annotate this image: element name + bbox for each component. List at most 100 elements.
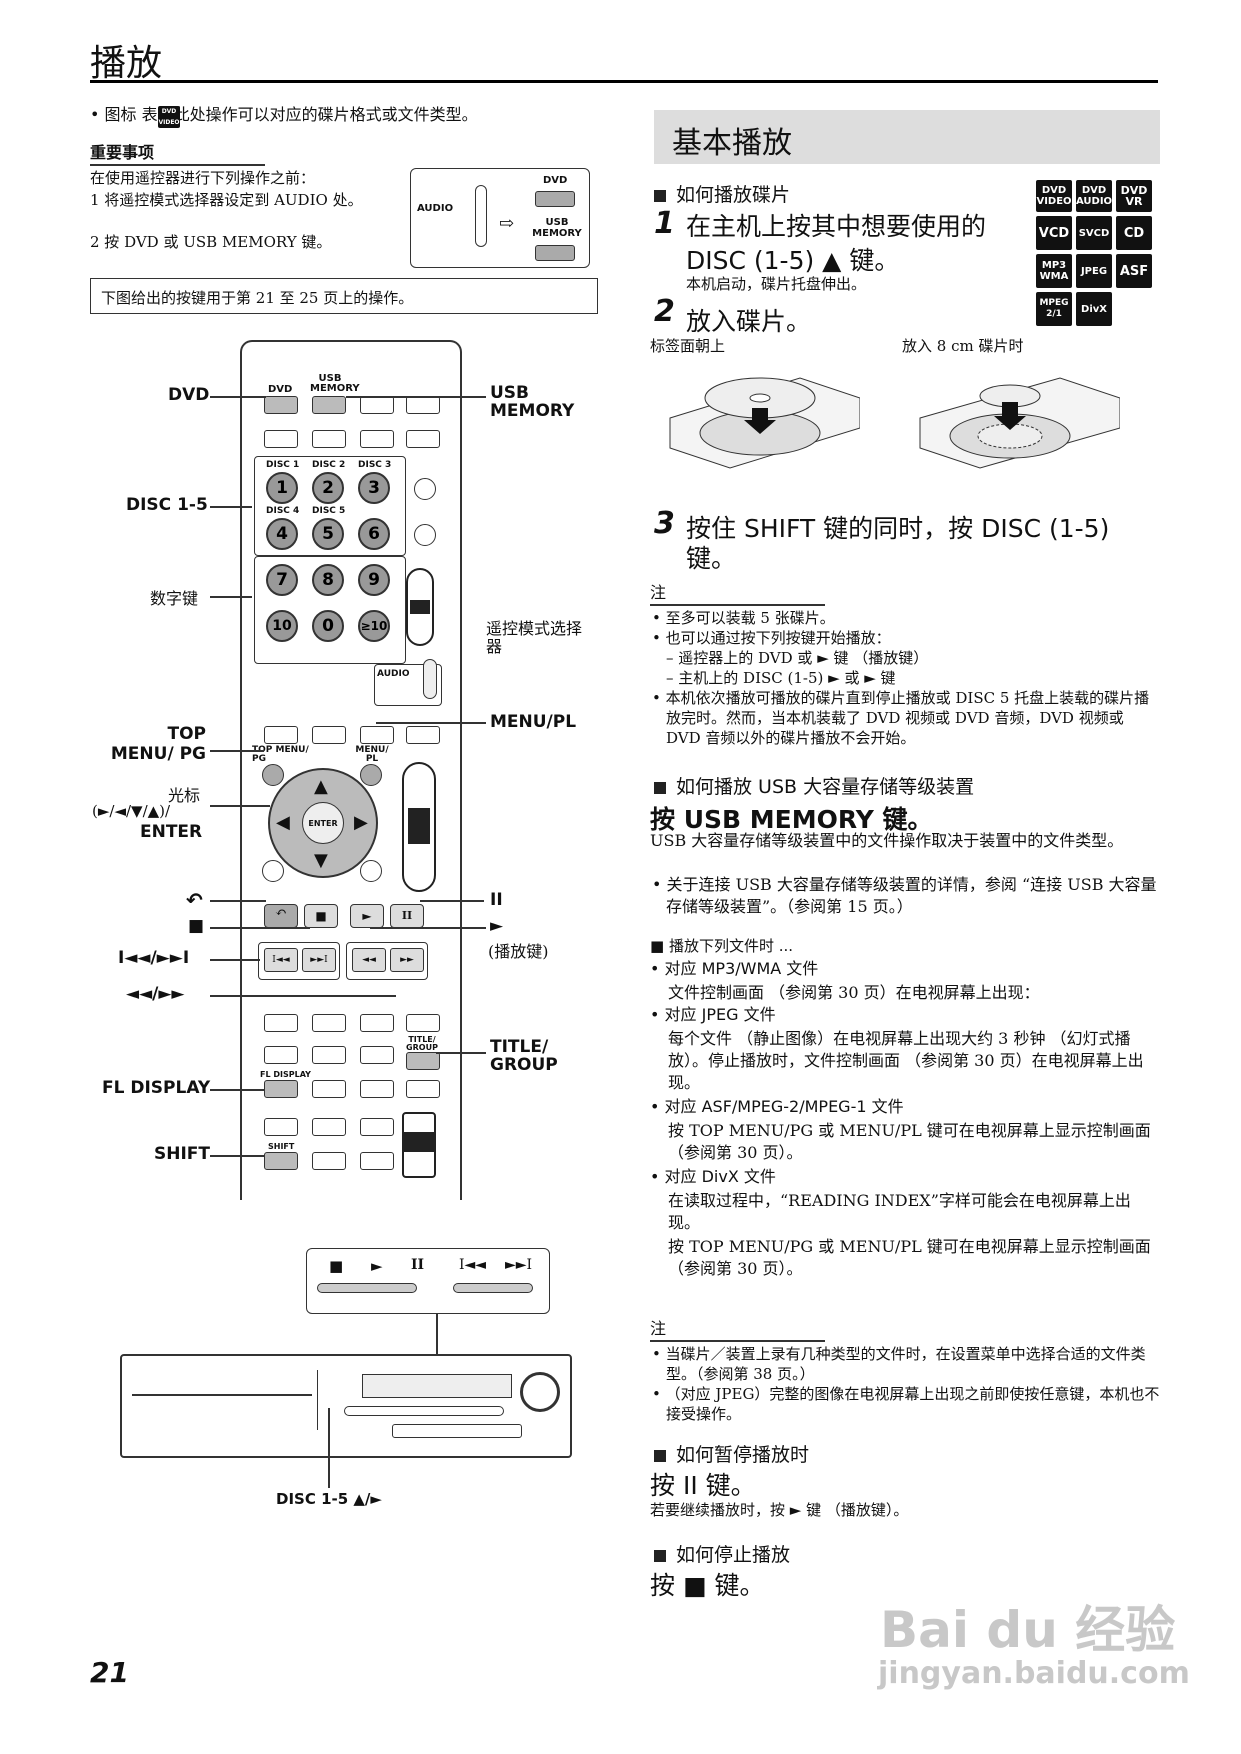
badge-asf: ASF — [1116, 254, 1152, 288]
remote-control: DVD USB MEMORY DISC 1 DISC 2 DISC 3 1 2 … — [240, 340, 462, 1200]
key-1-button[interactable]: 1 — [266, 472, 298, 504]
big-rocker[interactable] — [402, 762, 436, 892]
key-10-button[interactable]: 10 — [266, 610, 298, 642]
remote-button-r6c3[interactable] — [360, 1080, 394, 1098]
leader-menu-pl — [376, 722, 486, 724]
play-button[interactable]: ► — [350, 904, 384, 928]
menu-pl-button[interactable] — [360, 764, 382, 786]
search-forward-button[interactable]: ►► — [390, 948, 424, 972]
remote-button-r2c1[interactable] — [264, 430, 298, 448]
badge-dvd-video: DVD VIDEO — [1036, 180, 1072, 212]
channel-rocker[interactable] — [402, 1112, 436, 1178]
square-bullet-icon-3 — [654, 1449, 666, 1462]
remote-button-r2c2[interactable] — [312, 430, 346, 448]
volume-rocker[interactable] — [406, 568, 434, 646]
label-dvd: DVD — [168, 385, 210, 405]
key-ge10-button[interactable]: ≥10 — [358, 610, 390, 642]
badge-jpeg: JPEG — [1076, 254, 1112, 288]
fl-display-button[interactable] — [264, 1080, 298, 1098]
mp3-text: 文件控制画面 （参阅第 30 页）在电视屏幕上出现： — [668, 983, 1040, 1002]
key-2-button[interactable]: 2 — [312, 472, 344, 504]
icon-note-text: • 图标 表示此处操作可以对应的碟片格式或文件类型。 — [90, 105, 478, 124]
remote-button-r4c1[interactable] — [264, 1014, 298, 1032]
tray-2-svg — [919, 377, 1121, 469]
remote-button-r7c1[interactable] — [264, 1118, 298, 1136]
label-mode-selector: 遥控模式选择器 — [486, 619, 583, 656]
remote-button-r3c2[interactable] — [312, 726, 346, 744]
note-2-underline — [650, 1340, 825, 1342]
pause-button[interactable]: II — [390, 904, 424, 928]
remote-button-r7c3[interactable] — [360, 1118, 394, 1136]
key-5-button[interactable]: 5 — [312, 518, 344, 550]
important-item-2: 2 按 DVD 或 USB MEMORY 键。 — [90, 233, 332, 251]
key-9-button[interactable]: 9 — [358, 564, 390, 596]
notes-1: • 至多可以装载 5 张碟片。 • 也可以通过按下列按键开始播放： – 遥控器上… — [650, 608, 1160, 748]
remote-button-r8c2[interactable] — [312, 1152, 346, 1170]
remote-button-r1c3[interactable] — [360, 396, 394, 414]
remote-button-r3c3[interactable] — [360, 726, 394, 744]
usb-instruction: 按 USB MEMORY 键。 — [650, 805, 933, 834]
cursor-up-icon[interactable]: ▲ — [314, 776, 328, 797]
cursor-down-icon[interactable]: ▼ — [314, 850, 328, 871]
shift-button[interactable] — [264, 1152, 298, 1170]
disc4-text: DISC 4 — [266, 506, 300, 516]
remote-button-r4c2[interactable] — [312, 1014, 346, 1032]
remote-round-button-b[interactable] — [414, 524, 436, 546]
usb-bullet: • 关于连接 USB 大容量存储等级装置的详情，参阅 “连接 USB 大容量存储… — [652, 875, 1157, 916]
unit-stop-icon: ■ — [329, 1257, 344, 1275]
leader-dvd — [210, 396, 266, 398]
remote-button-r3c1[interactable] — [264, 726, 298, 744]
badge-svcd: SVCD — [1076, 216, 1112, 250]
return-button[interactable]: ↶ — [264, 904, 298, 928]
remote-button-r2c3[interactable] — [360, 430, 394, 448]
remote-button-r5c1[interactable] — [264, 1046, 298, 1064]
key-0-button[interactable]: 0 — [312, 610, 344, 642]
cursor-pad[interactable]: ENTER ▲ ▼ ◀ ▶ — [268, 768, 378, 878]
remote-button-r6c4[interactable] — [406, 1080, 440, 1098]
top-menu-button[interactable] — [262, 764, 284, 786]
remote-round-button-c[interactable] — [262, 860, 284, 882]
mode-diagram: AUDIO ⇨ DVD USB MEMORY — [410, 168, 590, 268]
remote-button-r8c3[interactable] — [360, 1152, 394, 1170]
disc-keys-frame — [254, 456, 406, 556]
remote-button-r6c2[interactable] — [312, 1080, 346, 1098]
remote-button-r1c4[interactable] — [406, 396, 440, 414]
remote-button-r4c3[interactable] — [360, 1014, 394, 1032]
leader-title-group — [436, 1052, 486, 1054]
search-back-button[interactable]: ◄◄ — [352, 948, 386, 972]
note-1-underline — [650, 604, 825, 606]
enter-button[interactable]: ENTER — [302, 802, 344, 844]
key-3-button[interactable]: 3 — [358, 472, 390, 504]
badge-dvd-audio: DVD AUDIO — [1076, 180, 1112, 212]
key-8-button[interactable]: 8 — [312, 564, 344, 596]
key-7-button[interactable]: 7 — [266, 564, 298, 596]
remote-button-r2c4[interactable] — [406, 430, 440, 448]
unit-disc-buttons — [344, 1406, 504, 1416]
key-6-button[interactable]: 6 — [358, 518, 390, 550]
remote-button-r5c3[interactable] — [360, 1046, 394, 1064]
remote-button-r4c4[interactable] — [406, 1014, 440, 1032]
unit-play-icon: ► — [371, 1257, 383, 1275]
mode-dvd-button — [535, 191, 575, 207]
remote-mode-selector[interactable]: AUDIO — [374, 659, 442, 706]
divx-text-1: 在读取过程中，“READING INDEX”字样可能会在电视屏幕上出现。 — [668, 1191, 1131, 1232]
remote-button-r5c2[interactable] — [312, 1046, 346, 1064]
title-group-button[interactable] — [406, 1052, 440, 1070]
stop-heading-text: 如何停止播放 — [676, 1544, 791, 1566]
skip-back-button[interactable]: I◄◄ — [264, 948, 298, 972]
cursor-right-icon[interactable]: ▶ — [354, 812, 368, 833]
remote-round-button-d[interactable] — [360, 860, 382, 882]
dvd-button[interactable] — [264, 396, 298, 414]
key-4-button[interactable]: 4 — [266, 518, 298, 550]
remote-button-r7c2[interactable] — [312, 1118, 346, 1136]
remote-button-r3c4[interactable] — [406, 726, 440, 744]
usb-memory-button[interactable] — [312, 396, 346, 414]
remote-round-button-a[interactable] — [414, 478, 436, 500]
step-2-text: 放入碟片。 — [686, 307, 812, 336]
stop-button[interactable]: ■ — [304, 904, 338, 928]
cursor-left-icon[interactable]: ◀ — [276, 812, 290, 833]
note-1-item-2: • 也可以通过按下列按键开始播放： — [652, 629, 891, 647]
unit-button-callout: ■ ► II I◄◄ ►►I — [306, 1248, 550, 1314]
skip-forward-button[interactable]: ►►I — [302, 948, 336, 972]
asf-text: 按 TOP MENU/PG 或 MENU/PL 键可在电视屏幕上显示控制画面 （… — [668, 1121, 1151, 1162]
